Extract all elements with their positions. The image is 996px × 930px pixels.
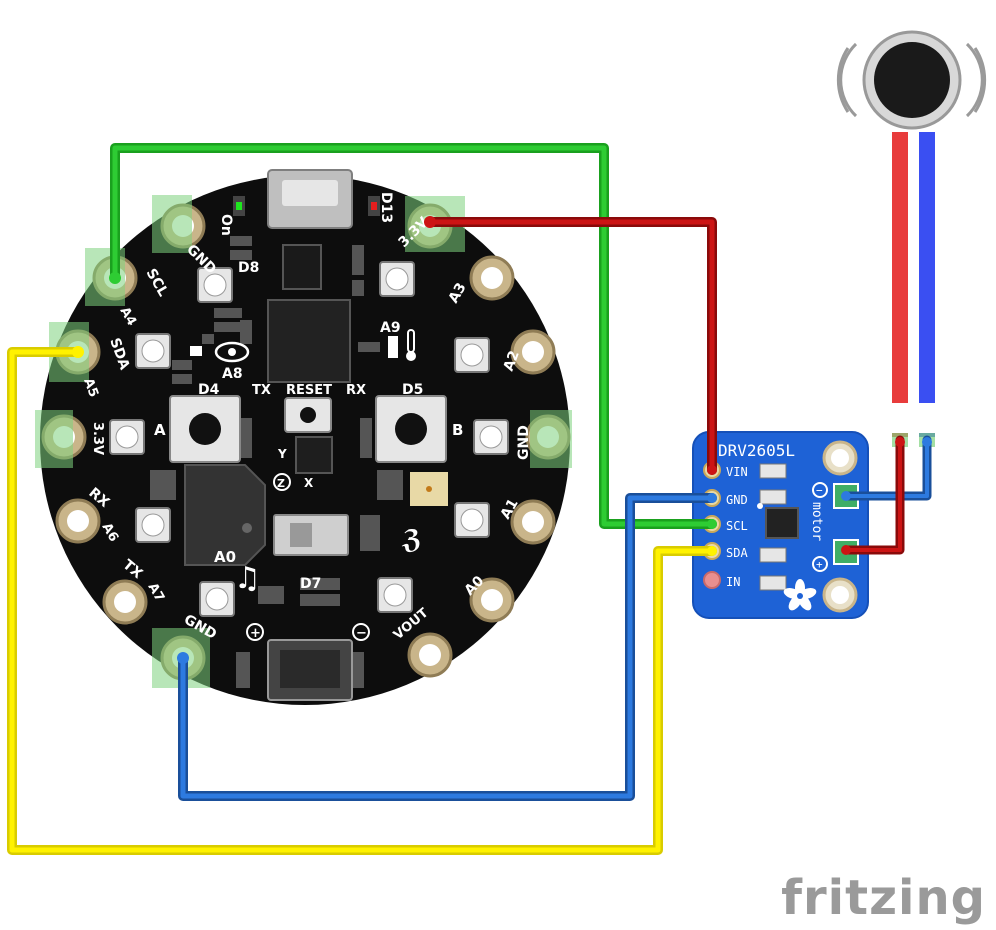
motor-lead-blue [919, 132, 935, 437]
z-axis-icon [273, 473, 291, 491]
vibration-arc [836, 47, 850, 113]
passive-components [150, 236, 403, 688]
label-battery-plus: + [250, 626, 261, 641]
label-gnd-right: GND [516, 425, 532, 460]
driver-title: DRV2605L [718, 441, 795, 460]
label-motor: motor [809, 502, 824, 541]
label-3v3-left: 3.3V [90, 422, 105, 455]
accelerometer-chip [295, 436, 333, 474]
drv-chip [765, 507, 799, 539]
label-battery-minus: − [356, 626, 367, 641]
sensor-rect-icon [388, 336, 398, 358]
label-a2: A2 [501, 349, 523, 374]
label-axis-x: X [304, 476, 314, 490]
light-square-icon [190, 346, 202, 356]
pin-label-scl: SCL [726, 519, 748, 533]
label-on: On [218, 214, 234, 236]
label-motor-minus: − [816, 484, 823, 497]
minus-symbol-icon [812, 482, 828, 498]
battery-minus-icon [352, 623, 370, 641]
label-reset: RESET [286, 383, 332, 398]
plus-symbol-icon [812, 556, 828, 572]
wires [7, 143, 932, 855]
capacitor [759, 489, 787, 505]
label-button-a: A [154, 421, 166, 439]
drv2605l-breakout: DRV2605L VIN GND SCL SDA IN − [692, 431, 869, 619]
circuit-playground-board: ♫ ℨ On D13 GND 3.3V SCL A4 SDA A5 A3 A2 … [35, 169, 572, 705]
label-a9: A9 [380, 320, 401, 336]
label-tx-led: TX [252, 383, 271, 398]
label-a5: A5 [80, 376, 101, 399]
label-d7: D7 [300, 576, 321, 592]
d13-led [371, 202, 377, 210]
pin-label-vin: VIN [726, 465, 748, 479]
fritzing-logo: fritzing [781, 870, 986, 926]
thermometer-icon [406, 329, 416, 361]
pin-label-sda: SDA [726, 546, 748, 560]
label-button-b: B [452, 421, 463, 439]
eye-icon [214, 341, 250, 363]
capacitor [759, 463, 787, 479]
microcontroller-chip [267, 299, 351, 383]
label-motor-plus: + [816, 558, 823, 571]
pin-in [703, 571, 721, 589]
neopixels [109, 261, 509, 617]
music-note-icon: ♫ [234, 561, 261, 596]
battery-plus-icon [246, 623, 264, 641]
label-d5: D5 [402, 382, 423, 398]
vibration-motor [836, 30, 987, 447]
adafruit-logo-icon [783, 579, 817, 611]
label-d8: D8 [238, 260, 259, 276]
label-d13: D13 [378, 192, 394, 223]
motor-face [874, 42, 950, 118]
label-a0-speaker: A0 [214, 548, 236, 566]
label-rx-led: RX [346, 383, 366, 398]
pin-label-in: IN [726, 575, 740, 589]
label-axis-z: Z [277, 477, 285, 490]
pin-label-gnd: GND [726, 493, 748, 507]
label-a8: A8 [222, 366, 243, 382]
flash-chip [282, 244, 322, 290]
capacitor [759, 547, 787, 563]
motor-lead-red [892, 132, 908, 437]
on-led [236, 202, 242, 210]
speaker [184, 464, 266, 566]
ear-icon: ℨ [401, 525, 422, 555]
label-axis-y: Y [277, 447, 287, 461]
wire-endpoints [72, 216, 932, 664]
label-d4: D4 [198, 382, 220, 398]
capacitor [759, 575, 787, 591]
